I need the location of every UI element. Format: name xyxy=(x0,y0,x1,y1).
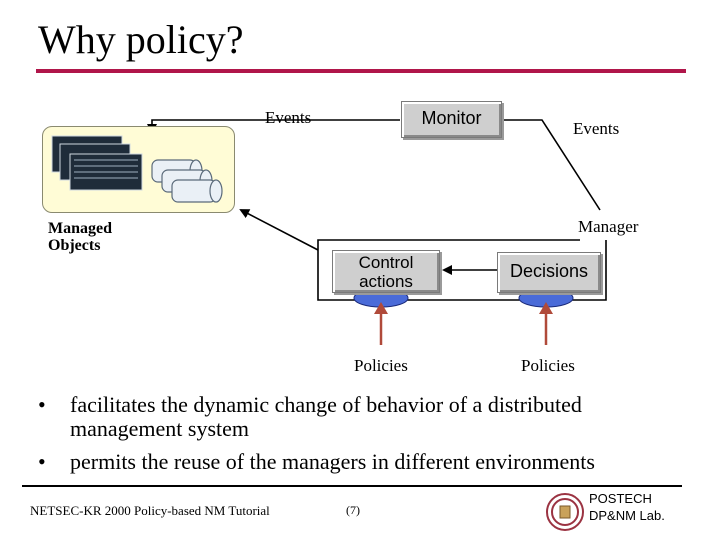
monitor-button[interactable]: Monitor xyxy=(401,101,502,138)
control-actions-label-2: actions xyxy=(359,272,413,291)
university-logo-icon xyxy=(546,493,584,531)
managed-objects-line-1: Managed xyxy=(48,220,112,237)
control-actions-button[interactable]: Control actions xyxy=(332,250,440,293)
decisions-button[interactable]: Decisions xyxy=(497,252,601,293)
managed-objects-line-2: Objects xyxy=(48,237,101,254)
control-to-objects-arrow xyxy=(239,209,319,251)
policies-left-label: Policies xyxy=(354,356,408,375)
managed-objects-label: Managed Objects xyxy=(48,220,112,254)
manager-border-right xyxy=(317,239,607,301)
footer-org-line-2: DP&NM Lab. xyxy=(589,508,665,523)
bullet-list: • facilitates the dynamic change of beha… xyxy=(38,393,690,483)
footer-rule xyxy=(22,485,682,487)
page-number: (7) xyxy=(346,503,360,517)
events-right-line xyxy=(502,119,601,211)
control-actions-label-1: Control xyxy=(358,253,414,272)
footer-title: NETSEC-KR 2000 Policy-based NM Tutorial xyxy=(30,503,270,518)
bullet-text: permits the reuse of the managers in dif… xyxy=(70,449,595,474)
bullet-text: facilitates the dynamic change of behavi… xyxy=(70,392,582,441)
cylinder-icon xyxy=(151,159,223,203)
footer-org-line-1: POSTECH xyxy=(589,491,652,506)
manager-label: Manager xyxy=(578,217,639,236)
events-left-label: Events xyxy=(265,108,312,127)
page-title: Why policy? xyxy=(38,17,244,62)
footer-org: POSTECH DP&NM Lab. xyxy=(589,490,665,524)
bullet-item: • facilitates the dynamic change of beha… xyxy=(38,393,690,441)
title-rule xyxy=(36,69,686,73)
bullet-item: • permits the reuse of the managers in d… xyxy=(38,450,690,474)
policies-right-label: Policies xyxy=(521,356,575,375)
computer-icon xyxy=(51,135,143,191)
events-right-label: Events xyxy=(573,119,620,138)
bullet-icon: • xyxy=(38,392,46,417)
bullet-icon: • xyxy=(38,449,46,474)
